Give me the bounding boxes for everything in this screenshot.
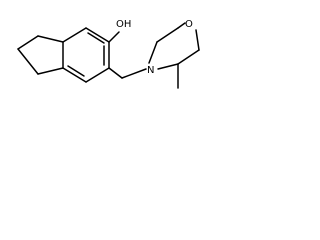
- benzene-ring: [62, 27, 110, 83]
- bond: [37, 67, 64, 75]
- bond: [17, 35, 39, 50]
- bond: [195, 29, 200, 51]
- morpholine-ring: O N: [147, 19, 200, 76]
- bond: [85, 67, 110, 83]
- bond: [62, 27, 87, 43]
- bond: [121, 68, 147, 79]
- bond: [108, 31, 120, 43]
- cyclopentane-ring: [17, 35, 64, 75]
- bond: [148, 41, 158, 64]
- double-bond: [67, 65, 85, 77]
- bond: [108, 67, 123, 79]
- hydroxyl-group: OH: [108, 19, 131, 43]
- methylene-linker: [108, 67, 147, 79]
- ring-oxygen-label: O: [185, 19, 193, 30]
- bond: [85, 27, 110, 43]
- bond: [17, 48, 39, 75]
- bond: [157, 63, 179, 70]
- bond: [37, 35, 64, 43]
- double-bond: [87, 32, 105, 44]
- bond: [156, 27, 179, 43]
- structure-diagram: OH O N: [17, 19, 200, 89]
- bond: [177, 22, 186, 29]
- bond: [62, 67, 87, 83]
- ring-nitrogen-label: N: [147, 65, 154, 76]
- bond: [177, 49, 200, 65]
- hydroxyl-label: OH: [116, 19, 131, 30]
